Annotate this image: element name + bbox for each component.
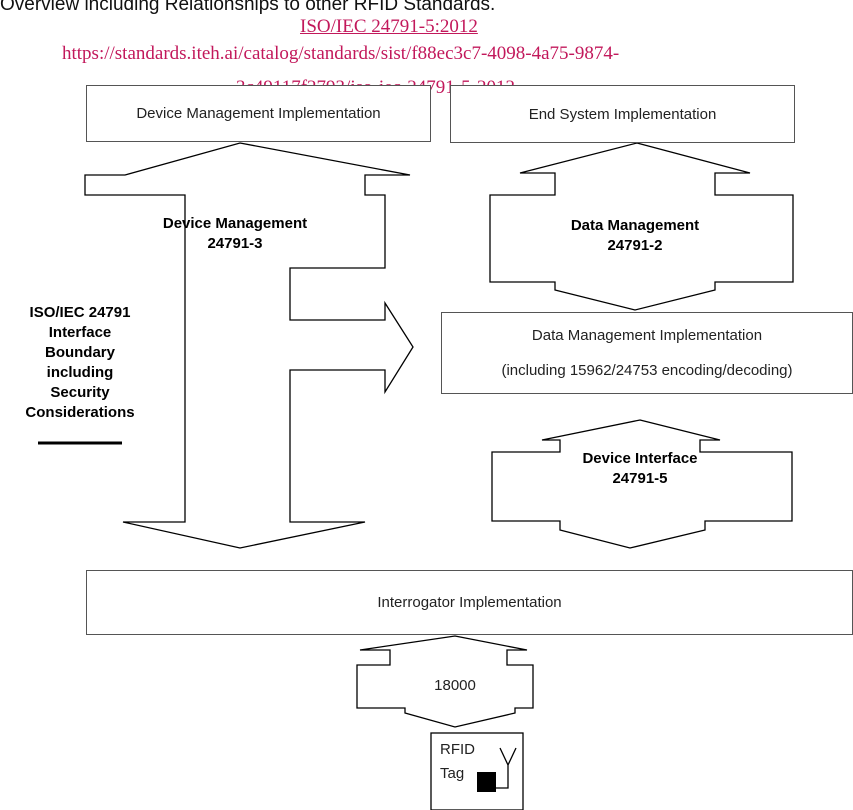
rfid-tag-label-line1: RFID bbox=[440, 741, 475, 758]
end-system-implementation-label: End System Implementation bbox=[528, 105, 717, 123]
boundary-line4: including bbox=[46, 364, 114, 381]
data-management-number: 24791-2 bbox=[607, 237, 663, 254]
data-management-arrow-shape bbox=[489, 142, 794, 311]
device-interface-number: 24791-5 bbox=[612, 470, 668, 487]
device-interface-label: Device Interface 24791-5 bbox=[525, 449, 755, 489]
data-management-implementation-sublabel: (including 15962/24753 encoding/decoding… bbox=[501, 362, 793, 379]
boundary-line3: Boundary bbox=[44, 344, 115, 361]
device-management-implementation-label: Device Management Implementation bbox=[136, 105, 381, 122]
device-management-implementation-box: Device Management Implementation bbox=[86, 85, 431, 142]
air-interface-label: 18000 bbox=[434, 677, 476, 694]
device-interface-arrow-shape bbox=[491, 419, 793, 549]
interrogator-implementation-box: Interrogator Implementation bbox=[86, 570, 853, 635]
device-management-arrow-shape bbox=[84, 142, 414, 549]
figure-heading: Overview including Relationships to othe… bbox=[0, 0, 496, 15]
data-management-title: Data Management bbox=[570, 217, 700, 234]
device-management-title: Device Management bbox=[162, 215, 308, 232]
rfid-tag-label-line2: Tag bbox=[440, 765, 465, 782]
boundary-line1: ISO/IEC 24791 bbox=[29, 304, 131, 321]
tag-chip-icon bbox=[477, 772, 496, 792]
boundary-line6: Considerations bbox=[25, 404, 135, 421]
watermark-standard-link[interactable]: ISO/IEC 24791-5:2012 bbox=[300, 16, 478, 37]
boundary-line5: Security bbox=[50, 384, 110, 401]
data-management-label: Data Management 24791-2 bbox=[520, 216, 750, 256]
air-interface-arrow-shape bbox=[356, 635, 534, 728]
data-management-implementation-label: Data Management Implementation bbox=[531, 327, 763, 344]
interrogator-implementation-label: Interrogator Implementation bbox=[377, 594, 562, 611]
end-system-implementation-box: End System Implementation bbox=[450, 85, 795, 143]
antenna-icon bbox=[496, 747, 517, 789]
interface-boundary-label: ISO/IEC 24791 Interface Boundary includi… bbox=[0, 303, 160, 423]
data-management-implementation-box: Data Management Implementation (includin… bbox=[441, 312, 853, 394]
device-interface-title: Device Interface bbox=[582, 450, 698, 467]
device-management-number: 24791-3 bbox=[207, 235, 263, 252]
watermark-url-line1[interactable]: https://standards.iteh.ai/catalog/standa… bbox=[62, 43, 620, 64]
boundary-line2: Interface bbox=[48, 324, 112, 341]
device-management-label: Device Management 24791-3 bbox=[120, 214, 350, 254]
